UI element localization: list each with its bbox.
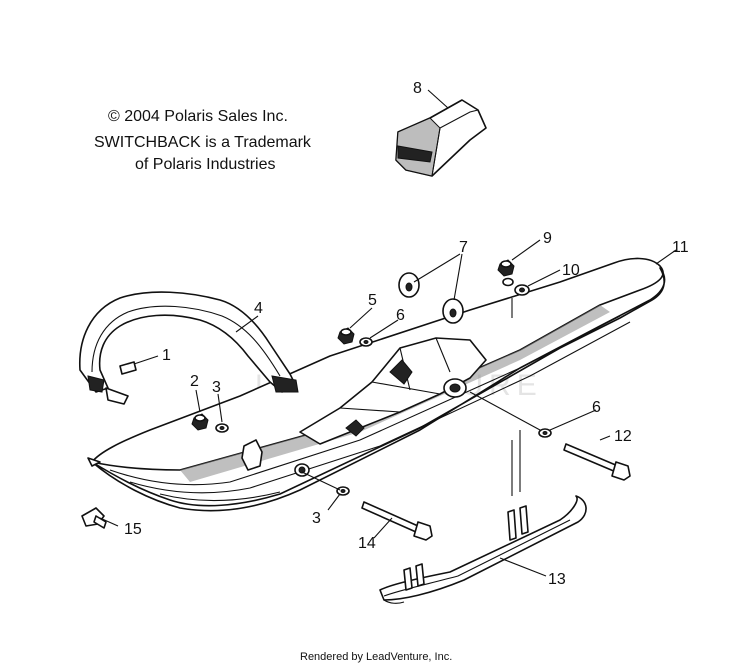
callout-4: 4 [254, 300, 263, 317]
part-10-washer [502, 277, 530, 296]
part-5-nut [337, 327, 355, 345]
callout-6-upper: 6 [396, 307, 405, 324]
part-6-washer-a [359, 337, 373, 347]
part-12-bolt [563, 443, 631, 481]
callout-2: 2 [190, 373, 199, 390]
copyright-line-1: © 2004 Polaris Sales Inc. [108, 108, 288, 125]
part-13-wear-bar [379, 495, 587, 604]
leader-lines [99, 89, 677, 577]
part-4-handle [79, 291, 299, 405]
callout-11: 11 [672, 239, 689, 256]
callout-13: 13 [548, 571, 566, 588]
copyright-block: © 2004 Polaris Sales Inc. SWITCHBACK is … [94, 108, 312, 173]
part-1-decal [119, 361, 137, 375]
callout-6-lower: 6 [592, 399, 601, 416]
part-9-nut [497, 259, 515, 277]
callout-8: 8 [413, 80, 422, 97]
callout-3-lower: 3 [312, 510, 321, 527]
callout-12: 12 [614, 428, 632, 445]
part-2-nut [191, 413, 209, 431]
part-14-bolt [361, 501, 433, 541]
callout-9: 9 [543, 230, 552, 247]
part-15-bolt [81, 507, 107, 529]
part-8-bumper [395, 99, 487, 177]
callout-15: 15 [124, 521, 142, 538]
part-11-ski [87, 257, 666, 512]
callout-14: 14 [358, 535, 376, 552]
callout-3-upper: 3 [212, 379, 221, 396]
copyright-line-2: SWITCHBACK is a Trademark [94, 134, 312, 151]
callout-10: 10 [562, 262, 580, 279]
callout-5: 5 [368, 292, 377, 309]
part-7-bushings [398, 272, 464, 324]
callout-numbers: 1 2 3 4 5 6 7 8 9 10 11 12 13 14 15 3 6 [124, 80, 689, 588]
callout-1: 1 [162, 347, 171, 364]
callout-7: 7 [459, 239, 468, 256]
part-6-washer-b [538, 428, 552, 438]
copyright-line-3: of Polaris Industries [135, 156, 276, 173]
footer-credit: Rendered by LeadVenture, Inc. [300, 651, 452, 663]
part-3-washer-a [215, 423, 229, 433]
part-3-washer-b [336, 486, 350, 496]
